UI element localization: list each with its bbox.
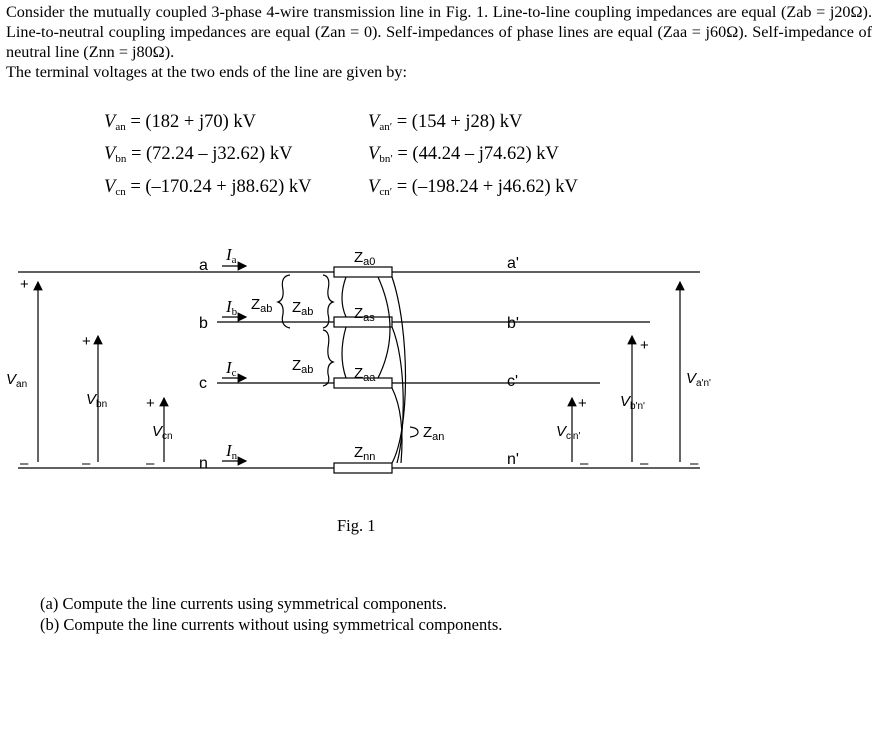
minus-sign-vcn-prime: – [580, 455, 589, 472]
plus-sign-vcn: + [146, 395, 155, 412]
coupling-label-zan: Zan [423, 424, 444, 443]
node-label-a: a [199, 257, 208, 274]
intro-paragraph: Consider the mutually coupled 3-phase 4-… [6, 3, 872, 61]
impedance-label-zaa: Zaa [354, 365, 376, 384]
equation-vbn: Vbn = (72.24 – j32.62) kV [104, 144, 293, 165]
brace-zab-2 [322, 274, 335, 329]
minus-sign-van: – [20, 455, 29, 472]
node-label-c: c [199, 375, 207, 392]
node-label-b-prime: b' [507, 315, 519, 332]
current-label-c: Ic [225, 358, 237, 379]
figure-caption: Fig. 1 [337, 516, 376, 535]
brace-zab-3 [322, 329, 335, 387]
current-label-a: Ia [225, 245, 237, 266]
question-b: (b) Compute the line currents without us… [40, 615, 503, 634]
coupling-loop-ab [341, 276, 347, 318]
plus-sign-van: + [20, 276, 29, 293]
node-label-c-prime: c' [507, 373, 518, 390]
coupling-loop-bc [341, 326, 347, 379]
terminal-label-vbn: Vbn [86, 391, 107, 410]
terminal-label-van-prime: Va'n' [686, 370, 711, 389]
terminal-label-van: Van [6, 371, 27, 390]
impedance-label-znn: Znn [354, 444, 375, 463]
minus-sign-van-prime: – [690, 455, 699, 472]
plus-sign-vbn-prime: + [640, 337, 649, 354]
impedance-label-zas: Zas [354, 305, 375, 324]
equation-vcn: Vcn = (–170.24 + j88.62) kV [104, 177, 312, 198]
node-label-a-prime: a' [507, 255, 519, 272]
coupling-loop-ac [377, 276, 391, 379]
coupling-loop-cn [391, 387, 403, 464]
current-label-n: In [225, 441, 238, 462]
terminal-label-vcn: Vcn [152, 423, 173, 442]
brace-zab-1 [276, 274, 291, 329]
impedance-box-c [333, 377, 393, 389]
node-label-n: n [199, 455, 208, 472]
node-label-b: b [199, 315, 208, 332]
plus-sign-vcn-prime: + [578, 395, 587, 412]
minus-sign-vbn-prime: – [640, 455, 649, 472]
minus-sign-vbn: – [82, 455, 91, 472]
plus-sign-vbn: + [82, 333, 91, 350]
impedance-box-n [333, 462, 393, 474]
terminal-label-vcn-prime: Vc'n' [556, 423, 580, 442]
coupling-label-zab-3: Zab [292, 357, 313, 376]
problem-intro: Consider the mutually coupled 3-phase 4-… [6, 2, 872, 82]
terminal-label-vbn-prime: Vb'n' [620, 393, 645, 412]
coupling-loop-bn [391, 326, 404, 464]
equation-van: Van = (182 + j70) kV [104, 112, 257, 133]
minus-sign-vcn: – [146, 455, 155, 472]
impedance-box-a [333, 266, 393, 278]
question-a: (a) Compute the line currents using symm… [40, 594, 447, 613]
node-label-n-prime: n' [507, 451, 519, 468]
equation-van-prime: Van′ = (154 + j28) kV [368, 112, 523, 133]
coupling-loop-an [391, 276, 407, 464]
intro-voltages-line: The terminal voltages at the two ends of… [6, 63, 407, 81]
current-label-b: Ib [225, 297, 238, 318]
coupling-label-zab-2: Zab [292, 299, 313, 318]
impedance-box-b [333, 316, 393, 328]
brace-zan [409, 426, 419, 438]
equation-vbn-prime: Vbn′ = (44.24 – j74.62) kV [368, 144, 559, 165]
equation-vcn-prime: Vcn′ = (–198.24 + j46.62) kV [368, 177, 578, 198]
coupling-label-zab-1: Zab [251, 296, 272, 315]
impedance-label-za0: Za0 [354, 249, 375, 268]
